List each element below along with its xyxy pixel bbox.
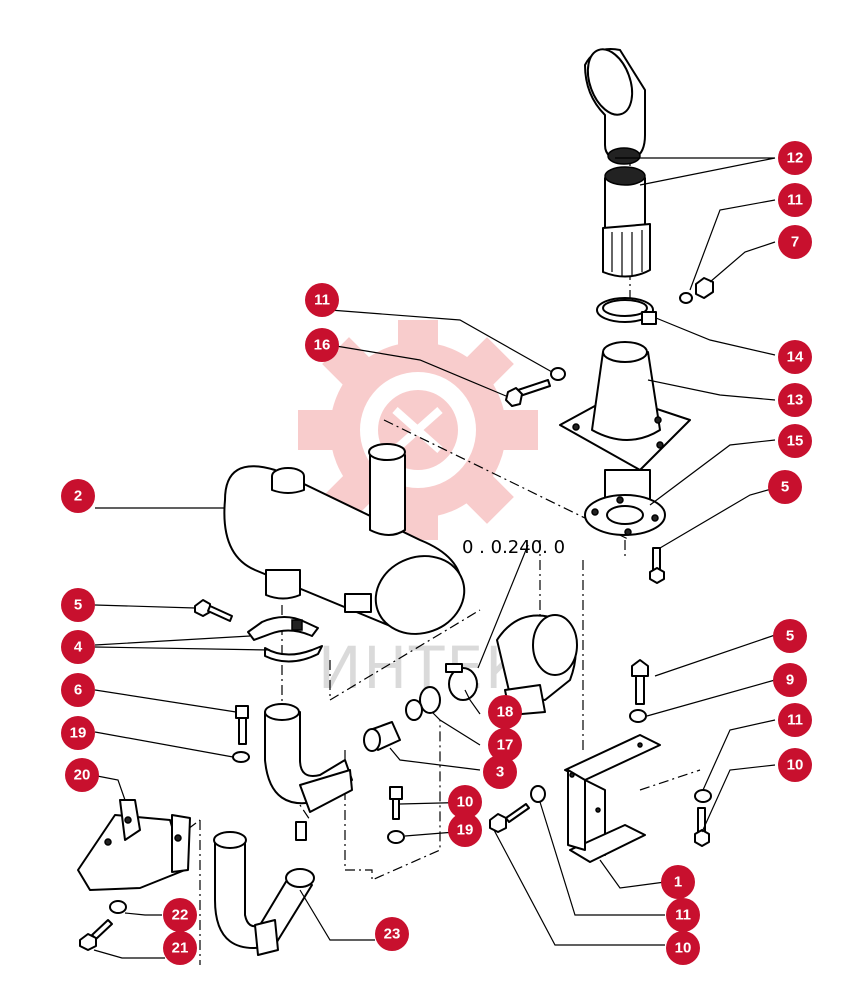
bushing-3 <box>363 721 401 752</box>
callout-9-label: 9 <box>786 672 794 689</box>
lower-elbow-pipe <box>213 831 315 956</box>
bolt-10-right <box>694 789 712 847</box>
callout-16: 16 <box>305 328 339 362</box>
flange-pipe <box>559 341 691 471</box>
exhaust-pipe-upper <box>584 48 646 165</box>
callout-5-right: 5 <box>768 470 802 504</box>
callout-19-left-label: 19 <box>70 725 87 742</box>
clamp-band <box>596 297 657 325</box>
bolt-16 <box>505 367 566 407</box>
callout-18-label: 18 <box>497 704 514 721</box>
pipe-clamp <box>247 616 323 663</box>
washer-22 <box>109 900 127 914</box>
callout-7-label: 7 <box>791 234 799 251</box>
silencer <box>223 443 466 635</box>
bolt-6 <box>232 705 250 763</box>
mounting-plate <box>77 799 191 891</box>
callout-11-left: 11 <box>305 283 339 317</box>
reference-code: 0 . 0.240. 0 <box>462 537 565 558</box>
callout-9: 9 <box>773 663 807 697</box>
callout-3: 3 <box>483 755 517 789</box>
callout-10-bottom: 10 <box>666 931 700 965</box>
callout-6: 6 <box>61 673 95 707</box>
callout-5-bracket-label: 5 <box>786 628 794 645</box>
callout-16-label: 16 <box>314 337 331 354</box>
callout-13-label: 13 <box>787 392 804 409</box>
callout-14-label: 14 <box>787 349 804 366</box>
callout-20-label: 20 <box>74 767 91 784</box>
callout-22-label: 22 <box>172 907 189 924</box>
bolt-5-bracket <box>631 659 649 705</box>
callout-11-label: 11 <box>787 192 803 209</box>
callout-18: 18 <box>488 695 522 729</box>
callout-7: 7 <box>778 225 812 259</box>
bolt-10-middle <box>387 786 405 844</box>
callout-19-left: 19 <box>61 716 95 750</box>
callout-11-right-label: 11 <box>787 712 803 729</box>
callout-21-label: 21 <box>172 940 189 957</box>
callout-11-bottom-label: 11 <box>675 907 691 924</box>
callout-15: 15 <box>778 424 812 458</box>
callout-14: 14 <box>778 340 812 374</box>
callout-5-bracket: 5 <box>773 619 807 653</box>
nut-and-washer <box>679 277 714 304</box>
callout-19-middle-label: 19 <box>457 822 474 839</box>
support-bracket <box>564 734 661 863</box>
bolt-21 <box>79 919 113 951</box>
exhaust-pipe-lower <box>602 166 651 278</box>
callout-11-left-label: 11 <box>314 292 330 309</box>
callout-11-bottom: 11 <box>666 898 700 932</box>
bushing-17 <box>405 686 441 721</box>
callout-11: 11 <box>778 183 812 217</box>
callout-20: 20 <box>65 758 99 792</box>
callout-13: 13 <box>778 383 812 417</box>
callout-4-label: 4 <box>74 639 83 656</box>
callout-10-bottom-label: 10 <box>675 940 692 957</box>
callout-12: 12 <box>778 141 812 175</box>
callout-5-left-label: 5 <box>74 597 82 614</box>
callout-23: 23 <box>375 917 409 951</box>
callout-10-middle-label: 10 <box>457 794 474 811</box>
bolt-10-bracket <box>489 785 546 833</box>
callout-11-right: 11 <box>778 703 812 737</box>
gasket <box>584 469 666 536</box>
callout-22: 22 <box>163 898 197 932</box>
callout-21: 21 <box>163 931 197 965</box>
bolt-5-right <box>649 547 665 584</box>
washer-9 <box>629 709 647 723</box>
bolt-5-left <box>194 599 233 622</box>
callout-12-label: 12 <box>787 150 804 167</box>
callout-1-label: 1 <box>674 874 682 891</box>
callout-17-label: 17 <box>497 737 514 754</box>
callout-19-middle: 19 <box>448 813 482 847</box>
exhaust-manifold <box>496 614 578 716</box>
callout-6-label: 6 <box>74 682 82 699</box>
elbow-pipe <box>264 703 353 841</box>
callout-2-label: 2 <box>74 488 82 505</box>
callout-15-label: 15 <box>787 433 804 450</box>
callout-10-middle: 10 <box>448 785 482 819</box>
callout-5-left: 5 <box>61 588 95 622</box>
callout-2: 2 <box>61 479 95 513</box>
callout-5-right-label: 5 <box>781 479 789 496</box>
callout-10-right: 10 <box>778 748 812 782</box>
callout-23-label: 23 <box>384 926 401 943</box>
callout-4: 4 <box>61 630 95 664</box>
callout-10-right-label: 10 <box>787 757 804 774</box>
callout-17: 17 <box>488 728 522 762</box>
callout-3-label: 3 <box>496 764 504 781</box>
clamp-18 <box>445 663 478 701</box>
callout-1: 1 <box>661 865 695 899</box>
